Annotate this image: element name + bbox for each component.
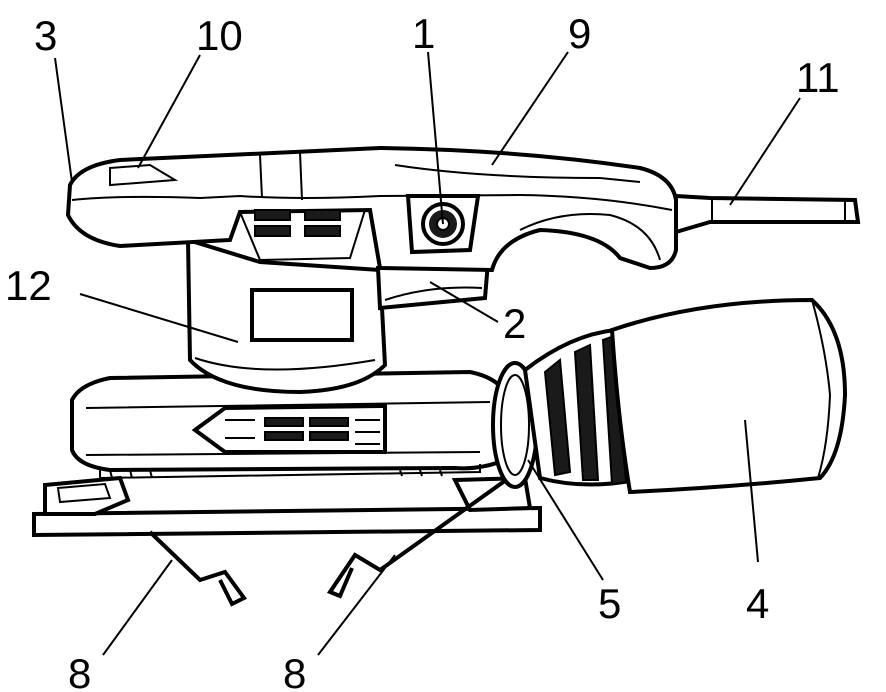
base-plate bbox=[32, 475, 542, 538]
callout-11: 11 bbox=[796, 54, 840, 101]
callout-8-left: 8 bbox=[68, 650, 91, 692]
leader-2 bbox=[429, 281, 499, 323]
callout-2: 2 bbox=[503, 300, 526, 347]
leader-12 bbox=[79, 293, 239, 343]
middle-column bbox=[185, 237, 388, 395]
leader-lines bbox=[54, 51, 801, 656]
lower-housing bbox=[70, 369, 511, 480]
leader-9 bbox=[491, 51, 569, 166]
dust-box bbox=[609, 297, 848, 495]
dust-box-nut bbox=[522, 327, 638, 487]
leader-8b bbox=[317, 554, 396, 656]
callout-5: 5 bbox=[598, 580, 621, 627]
callout-1: 1 bbox=[412, 10, 435, 57]
paper-clamp-left bbox=[148, 530, 248, 607]
callout-9: 9 bbox=[568, 10, 591, 57]
leader-11 bbox=[729, 97, 801, 206]
leader-10 bbox=[137, 54, 201, 169]
paper-clamp-right bbox=[326, 468, 522, 599]
callout-4: 4 bbox=[746, 580, 769, 627]
leader-3 bbox=[54, 57, 73, 183]
callout-8-right: 8 bbox=[283, 650, 306, 692]
callout-10: 10 bbox=[196, 12, 243, 59]
callout-3: 3 bbox=[34, 12, 57, 59]
leader-8a bbox=[102, 559, 173, 656]
power-cord bbox=[674, 193, 861, 235]
leader-1 bbox=[427, 51, 444, 225]
callout-labels: 1 2 3 4 5 8 8 9 10 11 12 bbox=[5, 10, 840, 692]
leader-4 bbox=[744, 419, 759, 563]
leader-5 bbox=[527, 459, 604, 581]
top-handle bbox=[65, 145, 678, 273]
callout-12: 12 bbox=[5, 262, 52, 309]
